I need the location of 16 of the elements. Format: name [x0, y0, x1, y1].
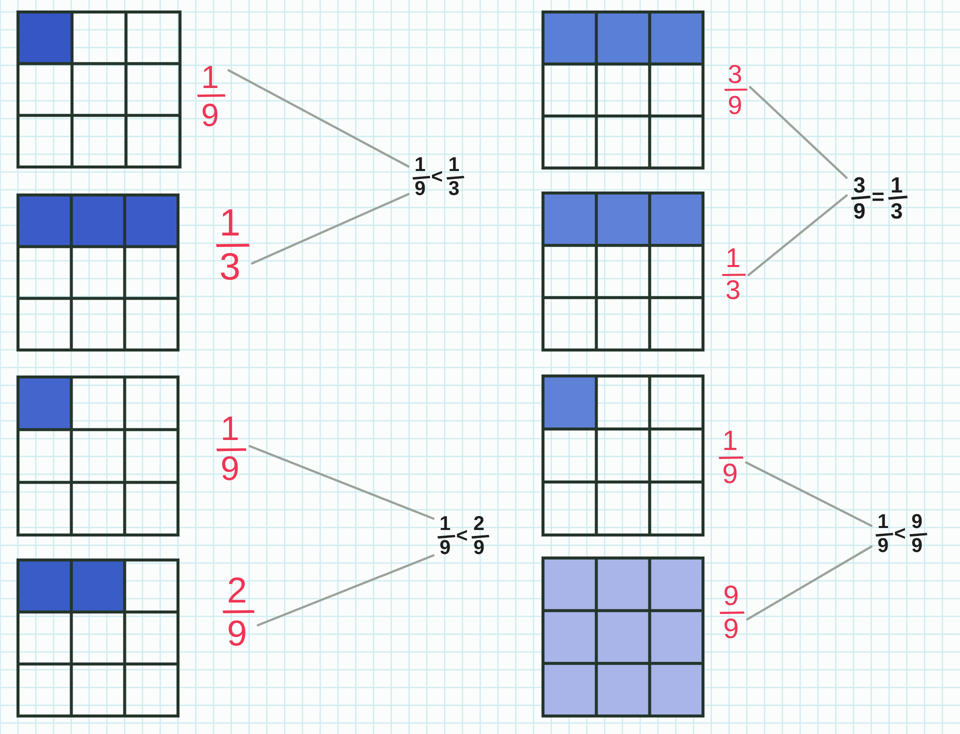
connector-line — [250, 193, 410, 265]
fraction-label: 2/9 — [216, 570, 258, 654]
connector-line — [748, 194, 848, 276]
connector-line — [256, 554, 435, 626]
fraction-label: 1/9 — [192, 59, 228, 133]
connector-line — [745, 461, 873, 527]
fraction-label: 1/9 — [210, 410, 250, 490]
connector-line — [227, 69, 410, 168]
connector-line — [248, 444, 435, 520]
connector-line — [748, 86, 848, 179]
connector-line — [746, 545, 873, 621]
fraction-label: 1/3 — [208, 202, 252, 290]
fraction-label: 1/3 — [717, 244, 749, 306]
fraction-label: 9/9 — [714, 580, 748, 646]
fraction-label: 3/9 — [720, 60, 750, 120]
fraction-label: 1/9 — [714, 426, 746, 490]
